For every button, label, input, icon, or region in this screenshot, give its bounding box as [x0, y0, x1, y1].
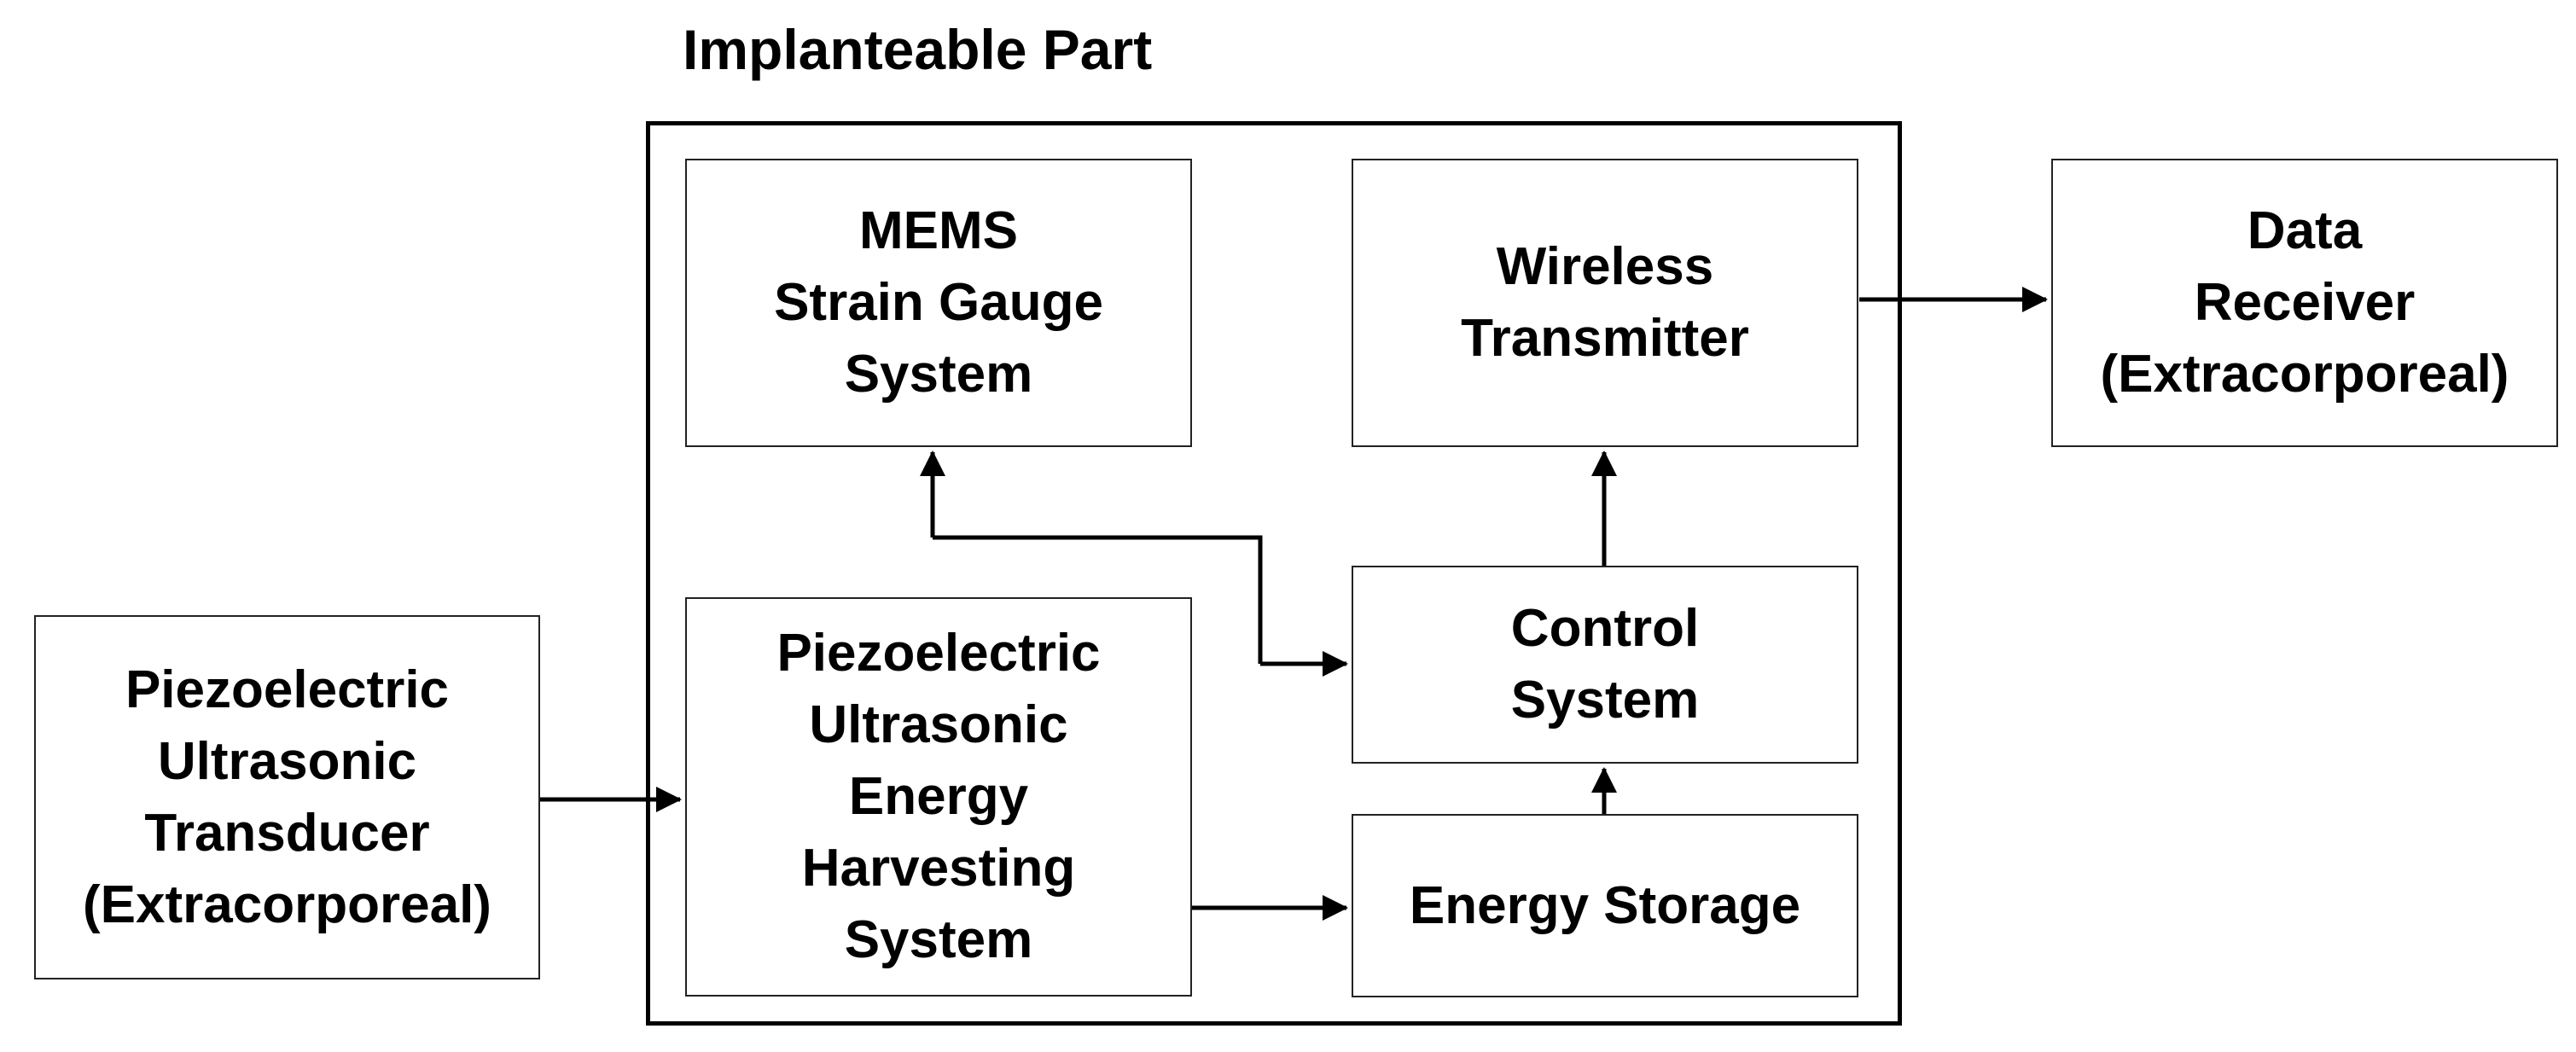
block-label-line: Energy Storage [1409, 875, 1801, 935]
block-label-line: Transmitter [1461, 309, 1749, 368]
block-label-line: System [1510, 671, 1700, 729]
data-receiver-block: Data Receiver (Extracorporeal) [2051, 159, 2558, 447]
block-label-line: Ultrasonic [157, 731, 417, 791]
mems-strain-gauge-block: MEMS Strain Gauge System [685, 159, 1192, 447]
mems-control-link [933, 535, 1263, 664]
block-label-line: System [844, 345, 1033, 404]
block-label-line: MEMS [859, 201, 1018, 260]
implantable-part-title: Implanteable Part [683, 18, 1153, 81]
ultrasonic-transducer-block: Piezoelectric Ultrasonic Transducer (Ext… [34, 615, 540, 979]
block-label-line: Receiver [2194, 273, 2416, 332]
energy-harvesting-block: Piezoelectric Ultrasonic Energy Harvesti… [685, 597, 1192, 997]
block-label-line: Data [2247, 201, 2363, 260]
block-label-line: Piezoelectric [776, 624, 1101, 683]
block-label-line: Strain Gauge [774, 273, 1103, 332]
control-system-block: Control System [1352, 566, 1858, 764]
block-label-line: Wireless [1496, 237, 1714, 296]
block-label-line: (Extracorporeal) [83, 875, 491, 934]
implantable-part-frame [646, 121, 1902, 1026]
energy-storage-block: Energy Storage [1352, 814, 1858, 997]
block-label-line: System [844, 910, 1033, 969]
block-label-line: Transducer [144, 803, 430, 863]
block-label-line: Harvesting [801, 839, 1076, 898]
block-label-line: Energy [848, 767, 1029, 826]
block-label-line: Ultrasonic [809, 695, 1068, 754]
block-label-line: Piezoelectric [125, 660, 450, 719]
block-label-line: (Extracorporeal) [2100, 345, 2509, 404]
block-label-line: Control [1510, 599, 1700, 658]
wireless-transmitter-block: Wireless Transmitter [1352, 159, 1858, 447]
